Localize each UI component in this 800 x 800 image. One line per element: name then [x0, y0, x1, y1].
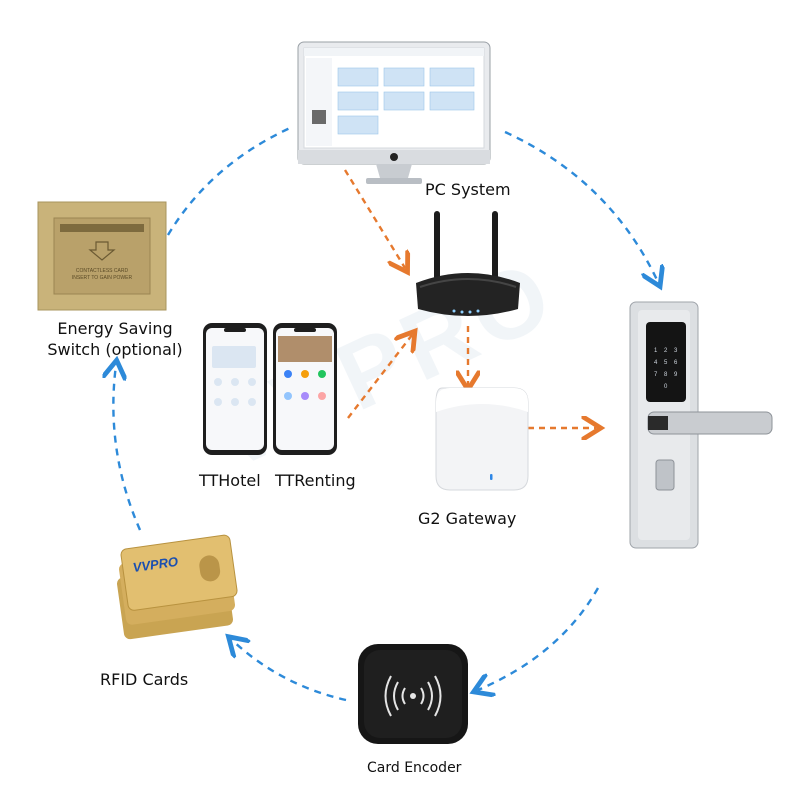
- svg-text:3: 3: [674, 348, 678, 354]
- switch-caption-line2: INSERT TO GAIN POWER: [72, 275, 133, 281]
- tthotel-label: TTHotel: [199, 471, 261, 490]
- card-brand: VVPRO: [132, 554, 179, 575]
- link-pc-to-router: [343, 169, 405, 268]
- arc-switch-to-pc: [166, 126, 291, 236]
- svg-text:2: 2: [664, 348, 668, 354]
- arc-cards-to-switch: [113, 365, 142, 531]
- phone-icon: [203, 323, 267, 455]
- arc-pc-to-lock: [504, 130, 658, 282]
- svg-text:8: 8: [664, 372, 668, 378]
- energy-switch-label: Energy Saving Switch (optional): [40, 318, 190, 360]
- svg-text:5: 5: [664, 360, 668, 366]
- svg-text:0: 0: [664, 384, 668, 390]
- energy-switch-icon: CONTACTLESS CARD INSERT TO GAIN POWER: [37, 201, 167, 311]
- link-apps-to-router: [347, 335, 412, 419]
- arc-lock-to-encoder: [478, 587, 600, 690]
- phone-icon: [273, 323, 337, 455]
- energy-switch-label-line2: Switch (optional): [47, 340, 183, 359]
- svg-text:9: 9: [674, 372, 678, 378]
- pc-system-label: PC System: [425, 180, 511, 199]
- ttrenting-label: TTRenting: [275, 471, 356, 490]
- arc-encoder-to-cards: [232, 640, 347, 702]
- gateway-icon: [435, 387, 529, 491]
- wifi-router-icon: [416, 211, 520, 316]
- switch-caption-line1: CONTACTLESS CARD: [76, 268, 129, 274]
- energy-switch-label-line1: Energy Saving: [57, 319, 173, 338]
- g2-gateway-label: G2 Gateway: [418, 509, 517, 528]
- svg-text:7: 7: [654, 372, 658, 378]
- svg-text:6: 6: [674, 360, 678, 366]
- desktop-monitor-icon: [297, 41, 491, 184]
- rfid-cards-label: RFID Cards: [100, 670, 189, 689]
- svg-text:1: 1: [654, 348, 658, 354]
- card-encoder-icon: [358, 644, 468, 744]
- svg-text:4: 4: [654, 360, 658, 366]
- rfid-card-icon: VVPRO: [116, 534, 238, 640]
- card-encoder-label: Card Encoder: [367, 760, 462, 776]
